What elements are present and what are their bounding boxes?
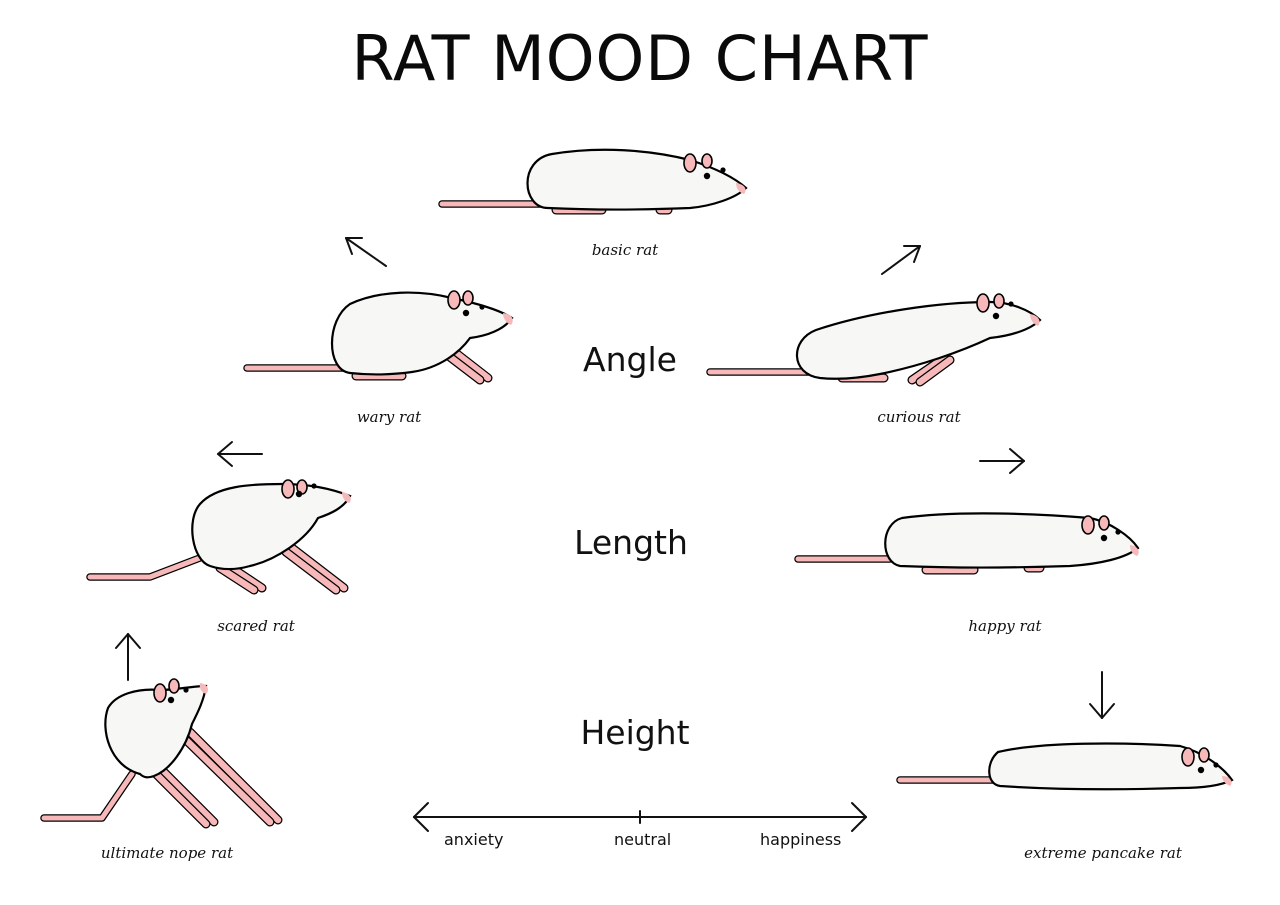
axis-length-label: Length bbox=[574, 523, 688, 562]
arrow-nope bbox=[115, 633, 141, 681]
caption-nope-rat: ultimate nope rat bbox=[100, 844, 234, 862]
chart-title: RAT MOOD CHART bbox=[351, 22, 929, 95]
caption-pancake-rat: extreme pancake rat bbox=[1024, 844, 1182, 862]
axis-angle-label: Angle bbox=[583, 340, 677, 379]
caption-curious-rat: curious rat bbox=[877, 408, 961, 426]
caption-basic-rat: basic rat bbox=[591, 241, 659, 259]
arrow-scared bbox=[217, 441, 263, 467]
scale-label-anxiety: anxiety bbox=[444, 830, 504, 849]
arrow-pancake bbox=[1089, 671, 1115, 719]
mood-scale bbox=[413, 802, 867, 832]
arrow-wary bbox=[345, 237, 387, 267]
curious-rat bbox=[706, 293, 1042, 387]
scale-label-happiness: happiness bbox=[760, 830, 842, 849]
caption-wary-rat: wary rat bbox=[356, 408, 422, 426]
wary-rat bbox=[243, 290, 514, 385]
basic-rat bbox=[438, 148, 748, 215]
caption-scared-rat: scared rat bbox=[217, 617, 295, 635]
happy-rat bbox=[794, 512, 1140, 575]
extreme-pancake-rat bbox=[896, 742, 1234, 791]
scale-label-neutral: neutral bbox=[614, 830, 672, 849]
arrow-curious bbox=[881, 245, 921, 275]
caption-happy-rat: happy rat bbox=[968, 617, 1042, 635]
axis-height-label: Height bbox=[580, 713, 690, 752]
ultimate-nope-rat bbox=[40, 678, 283, 829]
scared-rat bbox=[86, 479, 352, 595]
arrow-happy bbox=[979, 448, 1025, 474]
